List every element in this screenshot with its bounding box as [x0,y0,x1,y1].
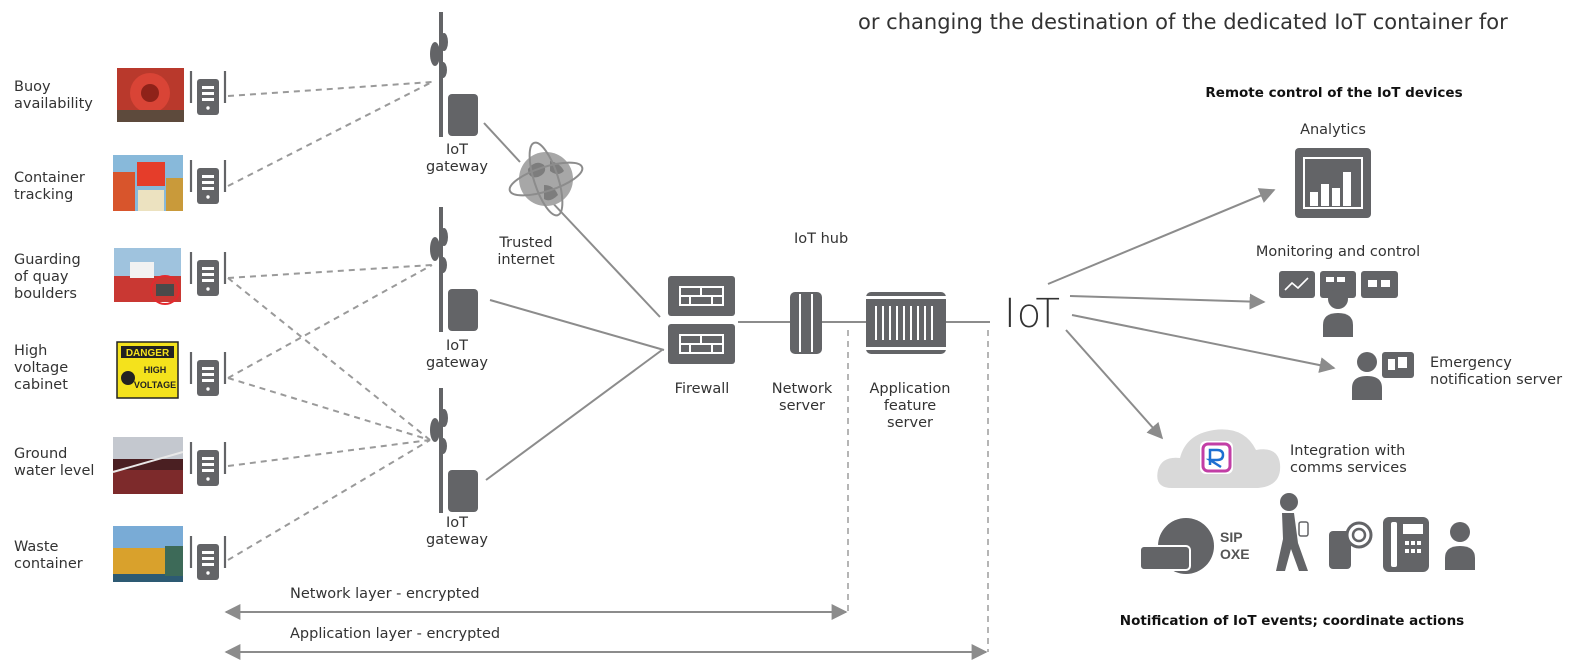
photo-container [113,155,183,211]
arrow-monitoring [1069,293,1266,310]
comms-cloud-icon [1157,429,1281,488]
network-layer-label: Network layer - encrypted [290,586,480,602]
sensor-links [227,81,433,561]
monitoring-label: Monitoring and control [1255,244,1421,260]
firewall-icon [668,276,735,364]
photo-danger-sign: DANGER HIGH VOLTAGE [116,341,179,399]
photo-ground-water [112,437,184,494]
analytics-icon [1295,148,1371,218]
walking-person-icon [1276,493,1309,571]
header-text: or changing the destination of the dedic… [858,10,1508,34]
sensor-icon [189,534,227,582]
application-server-icon [866,292,946,354]
desk-phone-icon [1383,517,1429,572]
network-server-icon [790,292,822,354]
sip-label: SIP [1220,529,1243,545]
firewall-label: Firewall [674,381,730,397]
analytics-label: Analytics [1300,122,1366,138]
iot-hub-title: IoT [1004,291,1061,337]
sensor-icon [189,440,227,488]
voltage-word: VOLTAGE [134,380,176,390]
arrow-integration [1065,329,1164,440]
photo-waste-container [113,526,183,582]
application-layer-label: Application layer - encrypted [290,626,501,642]
high-word: HIGH [144,365,167,375]
sip-oxe-icon [1139,518,1214,574]
monitoring-icon [1279,271,1398,337]
remote-control-title: Remote control of the IoT devices [1205,85,1463,101]
gateway-tower-icon [428,386,480,515]
sensor-icon [189,158,227,206]
arrow-analytics [1047,188,1276,285]
person-icon [1445,522,1475,570]
photo-quay [114,248,181,305]
gateway-tower-icon [428,10,480,139]
sensor-icon [189,69,227,117]
notification-title: Notification of IoT events; coordinate a… [1119,613,1465,629]
globe-icon [508,141,584,217]
iot-hub-label: IoT hub [794,231,849,247]
sensor-icon [189,350,227,398]
layer-drops [847,330,989,652]
sensor-icon [189,250,227,298]
emergency-server-icon [1352,352,1414,400]
danger-word: DANGER [126,348,170,359]
oxe-label: OXE [1220,546,1250,562]
backbone-links [483,122,990,481]
photo-buoy [117,68,184,122]
arrow-emergency [1071,314,1336,373]
smartphone-icon [1329,521,1373,569]
gateway-tower-icon [428,205,480,334]
